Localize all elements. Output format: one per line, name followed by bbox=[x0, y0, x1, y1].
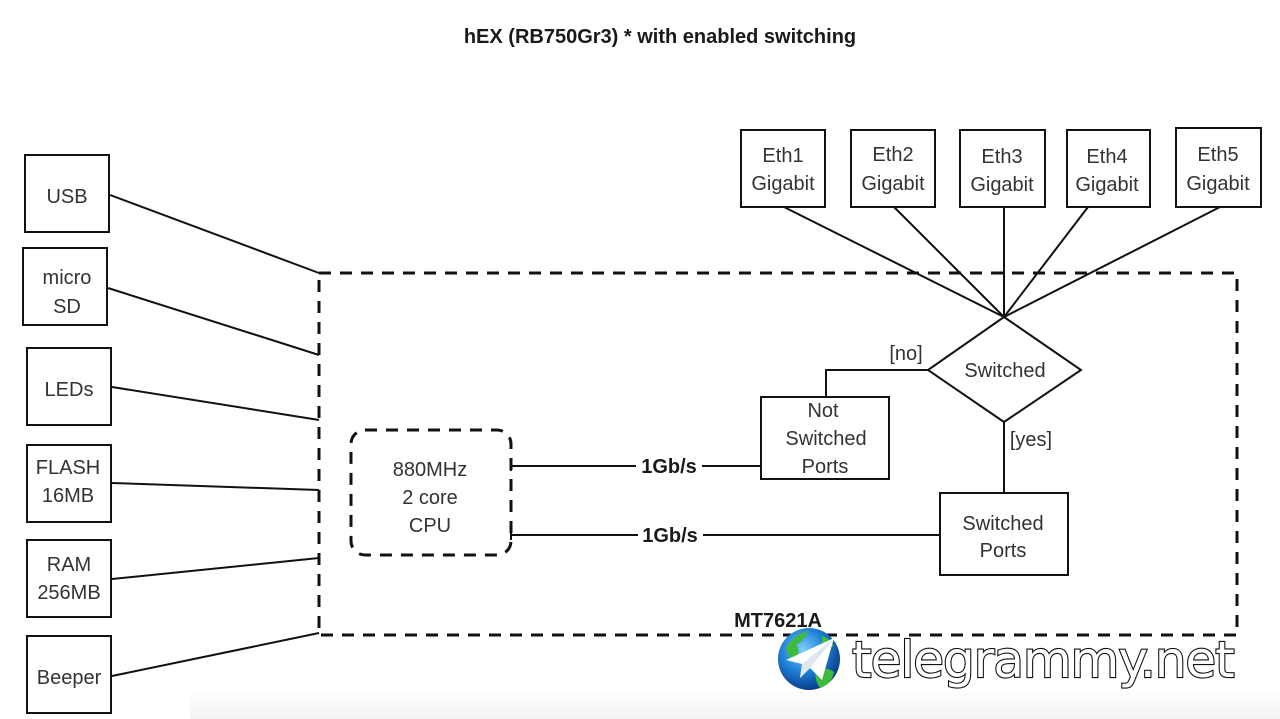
port-label: Gigabit bbox=[1075, 174, 1139, 196]
soc-container bbox=[317, 271, 1239, 637]
peripheral-label: LEDs bbox=[45, 379, 94, 401]
not-switched-label: Switched bbox=[785, 428, 866, 450]
port-eth4: Eth4 Gigabit bbox=[1066, 129, 1151, 208]
not-switched-label: Not bbox=[807, 400, 839, 422]
peripheral-leds: LEDs bbox=[26, 347, 112, 426]
switched-decision: Switched bbox=[926, 315, 1083, 424]
yes-branch-label: [yes] bbox=[1010, 429, 1052, 451]
peripheral-label: FLASH bbox=[36, 457, 100, 479]
peripheral-beeper: Beeper bbox=[26, 635, 112, 714]
peripheral-label: micro bbox=[43, 267, 92, 289]
port-label: Gigabit bbox=[970, 174, 1034, 196]
switched-label: Ports bbox=[980, 540, 1027, 562]
port-label: Eth5 bbox=[1197, 144, 1238, 166]
port-eth5: Eth5 Gigabit bbox=[1175, 127, 1262, 208]
flash-connector bbox=[111, 482, 320, 491]
peripheral-label: 16MB bbox=[42, 485, 94, 507]
eth1-connector bbox=[783, 206, 1005, 318]
peripheral-ram: RAM 256MB bbox=[26, 539, 112, 618]
port-label: Eth1 bbox=[762, 145, 803, 167]
port-label: Eth2 bbox=[872, 144, 913, 166]
microsd-connector bbox=[107, 287, 320, 356]
link-speed-label: 1Gb/s bbox=[642, 525, 698, 547]
port-label: Gigabit bbox=[861, 173, 925, 195]
watermark-text: telegrammy.net bbox=[852, 631, 1234, 689]
soc-label: MT7621A bbox=[734, 610, 822, 632]
eth2-connector bbox=[893, 206, 1005, 318]
link-speed-label: 1Gb/s bbox=[641, 456, 697, 478]
no-branch-connector bbox=[825, 369, 928, 397]
port-label: Gigabit bbox=[751, 173, 815, 195]
peripheral-flash: FLASH 16MB bbox=[26, 444, 112, 523]
usb-connector bbox=[109, 194, 320, 274]
port-label: Eth4 bbox=[1086, 146, 1127, 168]
watermark: telegrammy.net bbox=[778, 628, 1236, 690]
eth4-connector bbox=[1003, 206, 1089, 318]
cpu-block: 880MHz 2 core CPU bbox=[349, 428, 513, 557]
decision-label: Switched bbox=[964, 360, 1045, 382]
peripheral-microsd: micro SD bbox=[22, 247, 108, 326]
port-eth3: Eth3 Gigabit bbox=[959, 129, 1046, 208]
globe-telegram-icon bbox=[778, 628, 840, 690]
leds-connector bbox=[111, 386, 320, 421]
peripheral-usb: USB bbox=[24, 154, 110, 233]
peripheral-label: USB bbox=[46, 186, 87, 208]
peripheral-label: SD bbox=[53, 296, 81, 318]
eth5-connector bbox=[1003, 206, 1221, 318]
switched-label: Switched bbox=[962, 513, 1043, 535]
not-switched-label: Ports bbox=[802, 456, 849, 478]
diagram-title: hEX (RB750Gr3) * with enabled switching bbox=[464, 26, 856, 48]
port-label: Gigabit bbox=[1186, 173, 1250, 195]
no-branch-label: [no] bbox=[889, 343, 922, 365]
port-eth1: Eth1 Gigabit bbox=[740, 129, 826, 208]
cpu-label: CPU bbox=[409, 515, 451, 537]
peripheral-label: 256MB bbox=[37, 582, 100, 604]
cpu-label: 2 core bbox=[402, 487, 458, 509]
cpu-label: 880MHz bbox=[393, 459, 467, 481]
not-switched-ports-box: Not Switched Ports bbox=[760, 396, 890, 480]
peripheral-label: Beeper bbox=[37, 667, 102, 689]
beeper-connector bbox=[111, 632, 320, 677]
footer-band bbox=[190, 688, 1280, 719]
peripheral-label: RAM bbox=[47, 554, 91, 576]
switched-ports-box: Switched Ports bbox=[939, 492, 1069, 576]
port-eth2: Eth2 Gigabit bbox=[850, 129, 936, 208]
port-label: Eth3 bbox=[981, 146, 1022, 168]
ram-connector bbox=[111, 557, 320, 580]
